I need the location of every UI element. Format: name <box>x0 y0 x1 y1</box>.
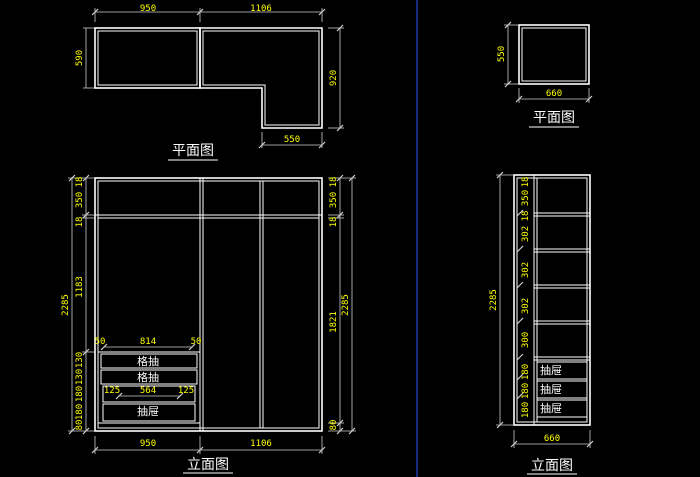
r-drawer-2 <box>536 380 588 399</box>
dim-elev-total: 2285 <box>61 294 71 316</box>
dim-elev-d3: 180 <box>75 386 85 402</box>
drawer-grid-1 <box>100 353 198 369</box>
drawer-4 <box>102 403 196 422</box>
dim-elev-inner: 814 <box>140 337 156 347</box>
dim-r-18a: 18 <box>521 177 531 188</box>
title-elev-right: 立面图 <box>531 458 573 474</box>
dim-elev-top1: 18 <box>75 177 85 188</box>
dim-r-w: 660 <box>544 434 560 444</box>
drawer-grid-2 <box>100 369 198 385</box>
dim-elev-125a: 125 <box>104 386 120 396</box>
label-drawer-2: 格抽 <box>137 370 159 384</box>
dim-elev-side1: 50 <box>95 337 106 347</box>
dim-elev-d4: 180 <box>75 404 85 420</box>
label-drawer-3: 抽屉 <box>137 404 159 418</box>
dim-elev-d2: 130 <box>75 369 85 385</box>
elevation-view-right: 抽屉 抽屉 抽屉 18 350 18 302 302 302 300 180 1… <box>489 171 594 475</box>
dim-elev-r-total: 2285 <box>341 294 351 316</box>
label-r-drawer-1: 抽屉 <box>540 363 562 377</box>
r-drawer-3 <box>536 399 588 418</box>
dim-plan-w1: 950 <box>140 4 156 14</box>
dim-elev-top3: 18 <box>75 217 85 228</box>
dim-elev-w1: 950 <box>140 439 156 449</box>
label-r-drawer-3: 抽屉 <box>540 401 562 415</box>
dim-r-s5: 300 <box>521 332 531 348</box>
dim-r-d2: 180 <box>521 383 531 399</box>
dim-elev-d1: 130 <box>75 352 85 368</box>
dim-r-total: 2285 <box>489 289 499 311</box>
dim-r-s1: 302 <box>521 226 531 242</box>
dim-elev-mid: 1183 <box>75 276 85 298</box>
dim-r-18b: 18 <box>521 211 531 222</box>
dim-r-d1: 180 <box>521 364 531 380</box>
dim-r-350: 350 <box>521 190 531 206</box>
dim-r-d3: 180 <box>521 402 531 418</box>
dim-elev-r-top2: 350 <box>329 192 339 208</box>
dim-elev-w2: 1106 <box>250 439 272 449</box>
dim-plan-r-d: 550 <box>497 46 507 62</box>
dim-elev-r-mid: 1821 <box>329 311 339 333</box>
r-drawer-1 <box>536 361 588 380</box>
dim-elev-564: 564 <box>140 386 156 396</box>
dim-elev-top2: 350 <box>75 192 85 208</box>
dim-elev-r-top3: 18 <box>329 217 339 228</box>
dim-plan-w2: 1106 <box>250 4 272 14</box>
elev-right-frame <box>513 174 591 426</box>
plan-corner-cabinet <box>199 27 323 129</box>
dim-plan-r-w: 660 <box>546 89 562 99</box>
dim-elev-r-top1: 18 <box>329 177 339 188</box>
title-elev-left: 立面图 <box>187 457 229 473</box>
drawer-3 <box>102 385 196 403</box>
dim-plan-d2: 920 <box>329 70 339 86</box>
dim-elev-r-bot1: 80 <box>329 420 339 431</box>
dim-elev-side2: 50 <box>191 337 202 347</box>
title-plan-right: 平面图 <box>533 110 575 126</box>
dim-r-s2: 302 <box>521 262 531 278</box>
elev-left-frame <box>94 177 323 432</box>
elevation-view-left: 格抽 格抽 抽屉 814 50 50 564 125 125 18 350 18 <box>61 174 356 474</box>
dim-elev-125b: 125 <box>178 386 194 396</box>
label-r-drawer-2: 抽屉 <box>540 382 562 396</box>
dim-r-s3: 302 <box>521 298 531 314</box>
dim-plan-w3: 550 <box>284 135 300 145</box>
plan-view-right: 550 660 平面图 <box>497 21 593 128</box>
plan-left-cabinet <box>94 27 201 89</box>
dim-elev-d5: 80 <box>75 420 85 431</box>
dim-plan-d1: 590 <box>75 50 85 66</box>
plan-right-cabinet <box>518 24 590 85</box>
plan-view-left: 950 1106 590 920 550 平面图 <box>75 4 344 161</box>
label-drawer-1: 格抽 <box>137 354 159 368</box>
title-plan-left: 平面图 <box>172 143 214 159</box>
